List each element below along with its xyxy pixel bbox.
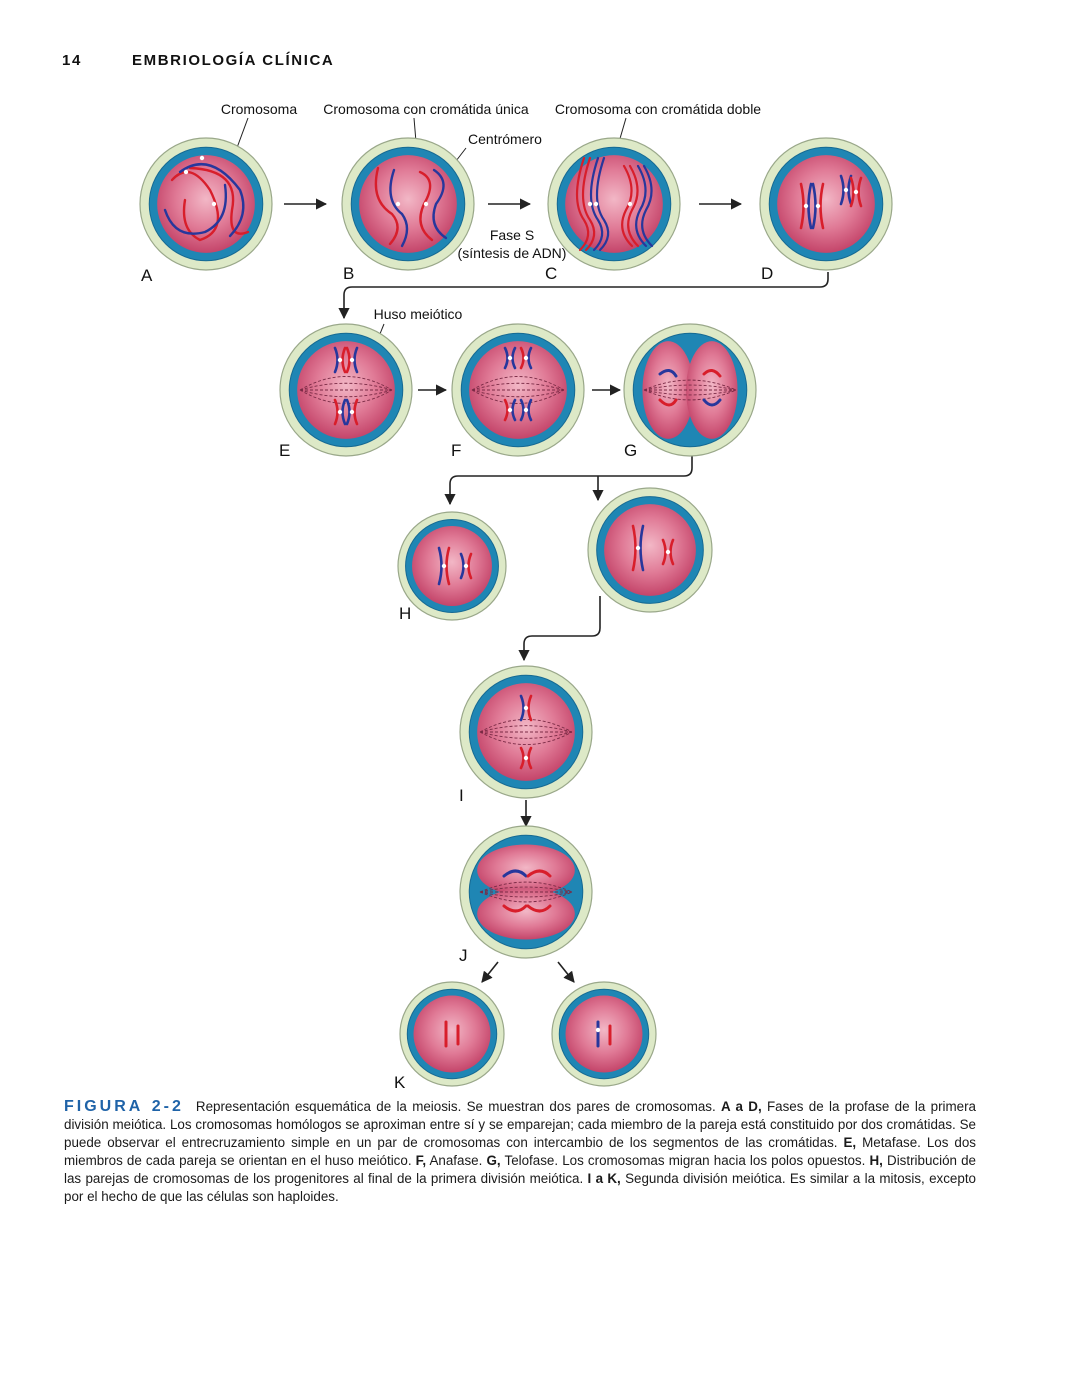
- caption-text-ik: Segunda división meiótica. Es similar a …: [64, 1171, 976, 1204]
- meiosis-figure: Cromosoma Cromosoma con cromátida única …: [139, 101, 893, 1092]
- flow-arrows: [284, 198, 829, 983]
- caption-text-g: Telofase. Los cromosomas migran hacia lo…: [500, 1153, 870, 1168]
- panel-letter-a: A: [141, 266, 153, 285]
- page-number: 14: [62, 52, 82, 69]
- caption-ref-g: G,: [486, 1153, 501, 1168]
- cell-h-left: [397, 511, 507, 621]
- label-meiotic-spindle: Huso meiótico: [374, 306, 463, 322]
- panel-letter-h: H: [399, 604, 411, 623]
- panel-letter-j: J: [459, 946, 468, 965]
- arrow-j-k-right: [557, 961, 575, 983]
- page-header: 14 EMBRIOLOGÍA CLÍNICA: [62, 52, 334, 69]
- cell-b: [341, 137, 475, 271]
- caption-ref-h: H,: [869, 1153, 883, 1168]
- cell-f: [451, 323, 585, 457]
- label-centromere: Centrómero: [468, 131, 542, 147]
- cell-a: [139, 137, 273, 271]
- panel-letter-e: E: [279, 441, 290, 460]
- caption-text-e: Metafase. Los dos miembros de cada parej…: [64, 1135, 976, 1168]
- cell-g: [623, 323, 757, 457]
- cell-e: [279, 323, 413, 457]
- caption-ref-f: F,: [415, 1153, 427, 1168]
- label-chromosome: Cromosoma: [221, 101, 297, 117]
- label-s-phase: Fase S: [490, 227, 534, 243]
- panel-letter-k: K: [394, 1073, 406, 1092]
- figure-caption: FIGURA 2-2 Representación esquemática de …: [64, 1098, 976, 1206]
- caption-ref-ad: A a D,: [721, 1099, 762, 1114]
- caption-text-h: Distribución de las parejas de cromosoma…: [64, 1153, 976, 1186]
- cell-d: [759, 137, 893, 271]
- cell-j: [459, 825, 593, 959]
- cell-k-left: [399, 981, 505, 1087]
- caption-ref-ik: I a K,: [587, 1171, 621, 1186]
- caption-ref-e: E,: [843, 1135, 857, 1150]
- label-single-chromatid: Cromosoma con cromátida única: [323, 101, 529, 117]
- label-double-chromatid: Cromosoma con cromátida doble: [555, 101, 761, 117]
- caption-text-f: Anafase.: [426, 1153, 487, 1168]
- panel-letter-g: G: [624, 441, 637, 460]
- caption-intro: Representación esquemática de la meiosis…: [195, 1099, 722, 1114]
- panel-letter-b: B: [343, 264, 354, 283]
- arrow-j-k-left: [481, 961, 499, 983]
- cell-i: [459, 665, 593, 799]
- arrow-d-e: [338, 272, 829, 320]
- arrow-right-i: [518, 596, 601, 662]
- figure-labels: Cromosoma Cromosoma con cromátida única …: [141, 101, 773, 1092]
- panel-letter-f: F: [451, 441, 461, 460]
- cell-k-right: [551, 981, 657, 1087]
- cell-h-right: [587, 487, 713, 613]
- cell-c: [547, 137, 681, 271]
- panel-letter-d: D: [761, 264, 773, 283]
- panel-letter-i: I: [459, 786, 464, 805]
- running-title: EMBRIOLOGÍA CLÍNICA: [132, 52, 335, 69]
- figure-title: FIGURA 2-2: [64, 1098, 184, 1115]
- caption-text-ad: Fases de la profase de la primera divisi…: [64, 1099, 977, 1150]
- label-dna-synthesis: (síntesis de ADN): [458, 245, 567, 261]
- panel-letter-c: C: [545, 264, 557, 283]
- arrow-g-split: [444, 456, 693, 506]
